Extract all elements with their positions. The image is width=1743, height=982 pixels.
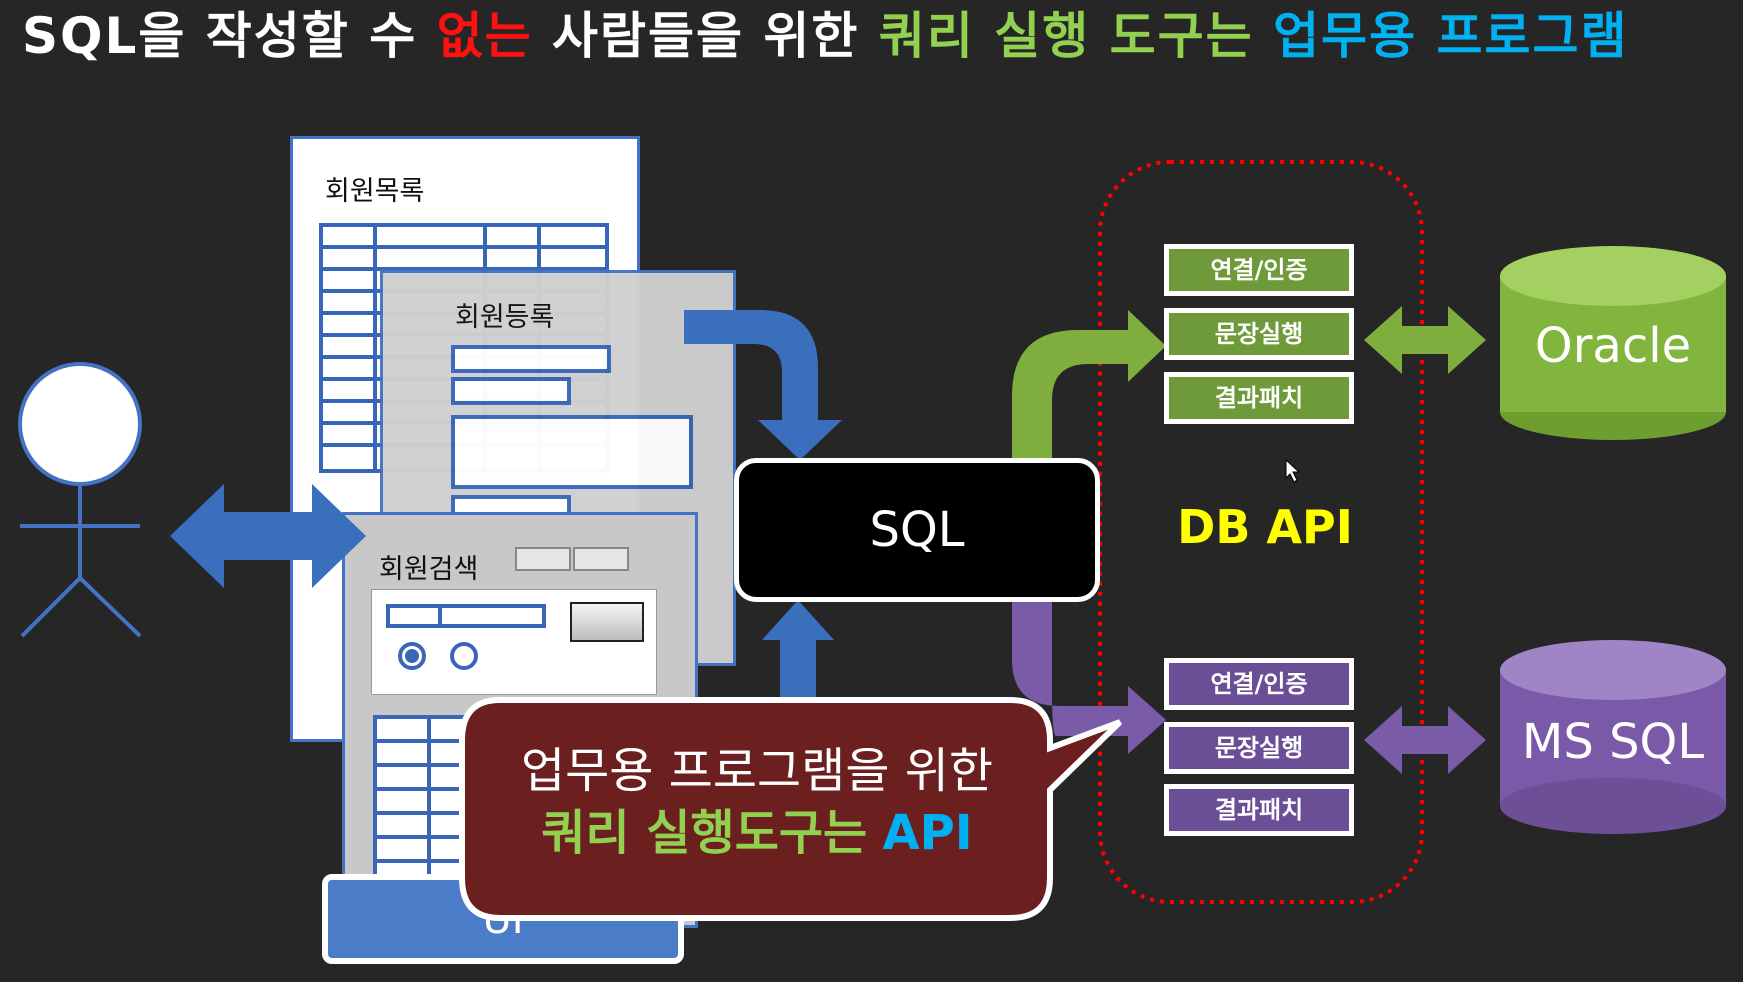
- sql-up-arrow: [762, 600, 834, 700]
- register-textarea[interactable]: [451, 415, 693, 489]
- search-input[interactable]: [386, 604, 546, 628]
- search-button[interactable]: [570, 602, 644, 642]
- title-part-4: 쿼리 실행 도구는: [878, 7, 1254, 65]
- search-form-panel: [371, 589, 657, 695]
- title-part-3: 사람들을 위한: [532, 7, 879, 65]
- mssql-api-execute: 문장실행: [1164, 722, 1354, 774]
- oracle-label: Oracle: [1534, 318, 1692, 374]
- mssql-cylinder: [1500, 640, 1726, 834]
- ui-to-sql-arrow: [684, 310, 842, 460]
- oracle-api-execute: 문장실행: [1164, 308, 1354, 360]
- radio-option-2[interactable]: [450, 642, 478, 670]
- mssql-label: MS SQL: [1521, 714, 1705, 770]
- callout-line-2-blue: API: [882, 805, 973, 861]
- callout-line-2: 쿼리 실행도구는 API: [462, 802, 1052, 864]
- radio-option-1[interactable]: [398, 642, 426, 670]
- sql-to-oracle-arrow: [1012, 310, 1166, 458]
- search-option-box-2[interactable]: [573, 547, 629, 571]
- sql-to-mssql-arrow: [1012, 602, 1166, 754]
- member-list-title: 회원목록: [325, 176, 425, 207]
- page-title: SQL을 작성할 수 없는 사람들을 위한 쿼리 실행 도구는 업무용 프로그램: [22, 4, 1722, 68]
- oracle-double-arrow: [1364, 306, 1486, 374]
- user-stick-figure: [18, 362, 142, 638]
- oracle-api-connect: 연결/인증: [1164, 244, 1354, 296]
- callout-bubble: [459, 697, 1123, 921]
- search-option-box-1[interactable]: [515, 547, 571, 571]
- oracle-cylinder: [1500, 246, 1726, 440]
- callout-line-2-green: 쿼리 실행도구는: [541, 805, 868, 861]
- register-field-1[interactable]: [451, 345, 611, 373]
- member-search-title: 회원검색: [379, 554, 479, 585]
- mssql-api-fetch: 결과패치: [1164, 784, 1354, 836]
- title-part-1: SQL을 작성할 수: [22, 7, 437, 65]
- mssql-double-arrow: [1364, 706, 1486, 774]
- db-api-label: DB API: [1177, 500, 1353, 554]
- mssql-api-connect: 연결/인증: [1164, 658, 1354, 710]
- title-part-2: 없는: [436, 7, 533, 65]
- title-part-5: 업무용 프로그램: [1253, 7, 1629, 65]
- sql-box: SQL: [734, 458, 1100, 602]
- callout-text: 업무용 프로그램을 위한 쿼리 실행도구는 API: [462, 740, 1052, 864]
- user-ui-double-arrow: [170, 484, 366, 588]
- member-register-title: 회원등록: [455, 302, 555, 333]
- oracle-api-fetch: 결과패치: [1164, 372, 1354, 424]
- register-field-2[interactable]: [451, 377, 571, 405]
- callout-line-1: 업무용 프로그램을 위한: [520, 743, 994, 799]
- db-api-boundary: [1098, 160, 1424, 904]
- mouse-cursor-icon: [1285, 458, 1301, 483]
